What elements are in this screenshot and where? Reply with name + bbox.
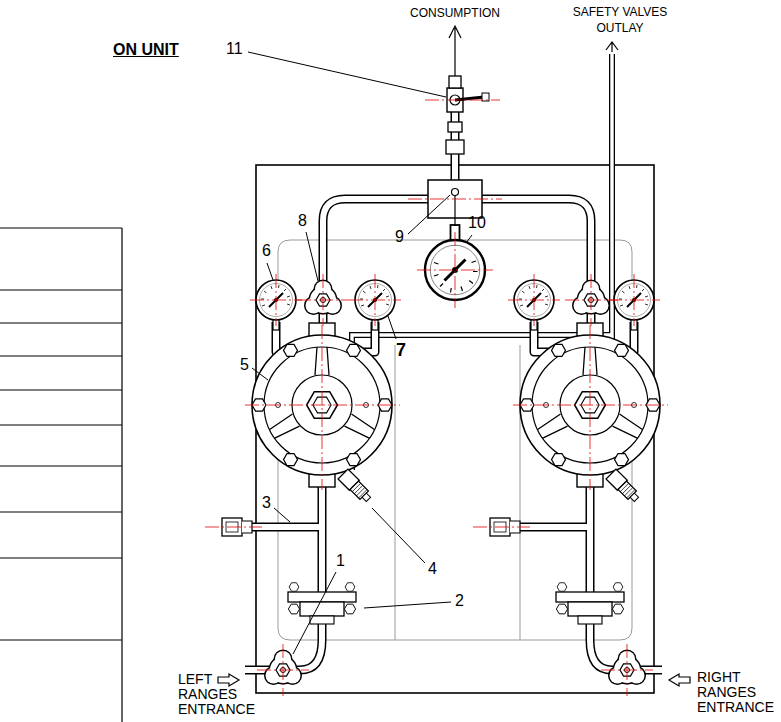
callout-number: 10 — [468, 214, 486, 232]
flow-label: LEFT RANGES ENTRANCE — [178, 672, 258, 717]
callout-number: 1 — [336, 552, 345, 570]
leader-line — [248, 52, 472, 654]
centre-line — [205, 100, 668, 696]
drawing-part — [449, 26, 461, 76]
drawing-part — [449, 76, 461, 88]
callout-number: 7 — [396, 340, 406, 360]
outlet-arrow — [606, 42, 618, 52]
drawing-part — [448, 122, 462, 132]
callout-number: 8 — [298, 212, 307, 230]
flow-label: RIGHT RANGES ENTRANCE — [697, 670, 777, 715]
drawing-part — [446, 140, 464, 154]
callout-number: 3 — [262, 494, 271, 512]
manifold-port — [452, 189, 459, 196]
parts-table — [0, 228, 122, 722]
callout-number: 5 — [240, 356, 249, 374]
flow-label: CONSUMPTION — [395, 6, 515, 20]
callout-number: 9 — [395, 228, 404, 246]
flow-label: SAFETY VALVES OUTLAY — [560, 4, 680, 36]
drawing-part — [455, 97, 484, 100]
callout-number: 11 — [226, 40, 243, 58]
title: ON UNIT — [113, 40, 179, 60]
regulator-assembly — [490, 221, 660, 624]
outlet-valve — [446, 26, 489, 154]
callout-number: 6 — [262, 242, 271, 260]
flow-arrow — [669, 674, 690, 686]
callout-number: 4 — [428, 560, 437, 578]
gauge-line — [454, 196, 455, 226]
callout-number: 2 — [455, 592, 464, 610]
flow-arrow — [218, 674, 239, 686]
